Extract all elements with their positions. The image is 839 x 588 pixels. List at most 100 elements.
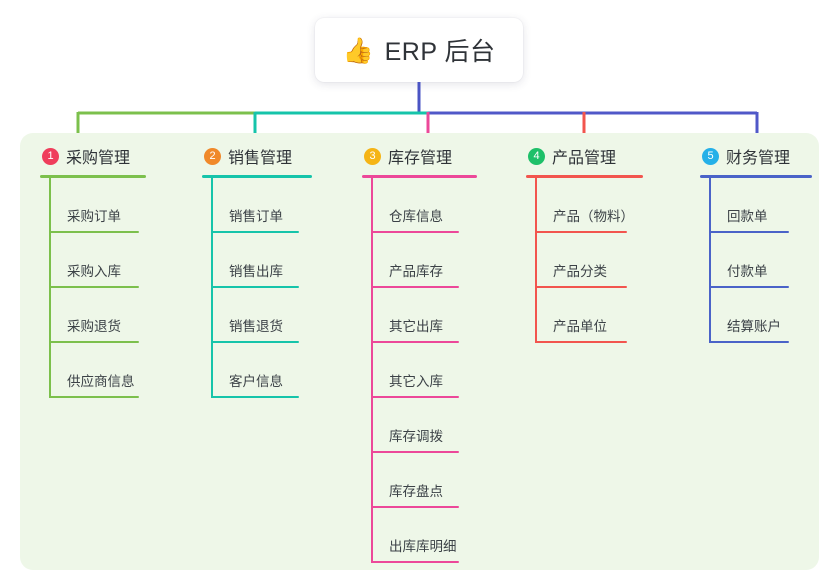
branch-item-underline: [371, 451, 459, 453]
branch-item-underline: [535, 231, 627, 233]
branch-item-label: 产品单位: [553, 319, 607, 334]
branch-item-label: 付款单: [727, 264, 768, 279]
branch-item[interactable]: 采购订单: [40, 178, 146, 233]
branch-number-badge: 4: [528, 147, 545, 165]
branch-item-underline: [211, 286, 299, 288]
branch-item-underline: [49, 231, 139, 233]
branch-number-badge: 3: [364, 147, 381, 165]
branch-item-underline: [371, 506, 459, 508]
branch-items: 销售订单销售出库销售退货客户信息: [202, 178, 312, 398]
branch-spine: [709, 178, 711, 343]
branch-title: 财务管理: [726, 150, 791, 167]
branch-title: 产品管理: [552, 150, 617, 167]
branch-spine: [535, 178, 537, 343]
branch-item-label: 出库库明细: [389, 539, 457, 554]
branch-item-label: 产品库存: [389, 264, 443, 279]
branches-panel: [20, 133, 819, 570]
branch-column-1: 1 采购管理采购订单采购入库采购退货供应商信息: [40, 143, 146, 398]
branch-item[interactable]: 库存调拨: [362, 398, 477, 453]
branch-item-underline: [535, 286, 627, 288]
branch-item-underline: [371, 561, 459, 563]
branch-item-label: 销售出库: [229, 264, 283, 279]
branch-underline: [700, 175, 812, 178]
branch-item-label: 产品分类: [553, 264, 607, 279]
branch-column-3: 3 库存管理仓库信息产品库存其它出库其它入库库存调拨库存盘点出库库明细: [362, 143, 477, 563]
branch-column-5: 5 财务管理回款单付款单结算账户: [700, 143, 812, 343]
branch-item-label: 仓库信息: [389, 209, 443, 224]
branch-item-underline: [49, 286, 139, 288]
branch-item-label: 采购退货: [67, 319, 121, 334]
branch-item-label: 销售订单: [229, 209, 283, 224]
branch-item-label: 其它出库: [389, 319, 443, 334]
branch-item[interactable]: 销售出库: [202, 233, 312, 288]
branch-item-label: 产品（物料）: [553, 209, 634, 224]
branch-underline: [202, 175, 312, 178]
branch-item-underline: [211, 231, 299, 233]
branch-item-underline: [371, 286, 459, 288]
branch-header-5[interactable]: 5 财务管理: [700, 143, 812, 169]
branch-title: 采购管理: [66, 150, 131, 167]
branch-item-underline: [371, 231, 459, 233]
branch-item[interactable]: 其它出库: [362, 288, 477, 343]
branch-spine: [371, 178, 373, 563]
branch-items: 回款单付款单结算账户: [700, 178, 812, 343]
branch-item-underline: [371, 341, 459, 343]
branch-item-underline: [535, 341, 627, 343]
branch-item[interactable]: 库存盘点: [362, 453, 477, 508]
branch-item[interactable]: 结算账户: [700, 288, 812, 343]
branch-item[interactable]: 产品（物料）: [526, 178, 643, 233]
branch-item[interactable]: 出库库明细: [362, 508, 477, 563]
thumbs-up-icon: 👍: [342, 35, 374, 65]
branch-item-label: 采购订单: [67, 209, 121, 224]
branch-item[interactable]: 采购入库: [40, 233, 146, 288]
branch-item[interactable]: 仓库信息: [362, 178, 477, 233]
branch-items: 仓库信息产品库存其它出库其它入库库存调拨库存盘点出库库明细: [362, 178, 477, 563]
branch-item-label: 库存调拨: [389, 429, 443, 444]
branch-item[interactable]: 付款单: [700, 233, 812, 288]
root-node[interactable]: 👍 ERP 后台: [315, 18, 523, 82]
branch-items: 采购订单采购入库采购退货供应商信息: [40, 178, 146, 398]
branch-item[interactable]: 产品库存: [362, 233, 477, 288]
branch-number-badge: 1: [42, 147, 59, 165]
branch-number-badge: 5: [702, 147, 719, 165]
branch-item[interactable]: 供应商信息: [40, 343, 146, 398]
branch-title: 销售管理: [228, 150, 293, 167]
branch-item[interactable]: 回款单: [700, 178, 812, 233]
branch-item-underline: [49, 396, 139, 398]
branch-underline: [40, 175, 146, 178]
root-node-title: ERP 后台: [384, 38, 496, 66]
branch-title: 库存管理: [388, 150, 453, 167]
branch-item-label: 结算账户: [727, 319, 781, 334]
branch-header-4[interactable]: 4 产品管理: [526, 143, 643, 169]
branch-item-label: 其它入库: [389, 374, 443, 389]
branch-header-3[interactable]: 3 库存管理: [362, 143, 477, 169]
branch-item[interactable]: 产品分类: [526, 233, 643, 288]
branch-item-label: 采购入库: [67, 264, 121, 279]
branch-item[interactable]: 采购退货: [40, 288, 146, 343]
branch-item-underline: [709, 286, 789, 288]
branch-item[interactable]: 客户信息: [202, 343, 312, 398]
branch-underline: [362, 175, 477, 178]
branch-item-label: 供应商信息: [67, 374, 135, 389]
branch-column-4: 4 产品管理产品（物料） 产品分类产品单位: [526, 143, 643, 343]
root-node-content: 👍 ERP 后台: [342, 32, 495, 68]
branch-item-underline: [709, 231, 789, 233]
branch-spine: [211, 178, 213, 398]
branch-item[interactable]: 其它入库: [362, 343, 477, 398]
branch-item[interactable]: 产品单位: [526, 288, 643, 343]
branch-item-label: 销售退货: [229, 319, 283, 334]
branch-item-underline: [709, 341, 789, 343]
branch-item-underline: [49, 341, 139, 343]
branch-items: 产品（物料） 产品分类产品单位: [526, 178, 643, 343]
branch-header-1[interactable]: 1 采购管理: [40, 143, 146, 169]
branch-item-label: 客户信息: [229, 374, 283, 389]
branch-item-underline: [371, 396, 459, 398]
branch-item[interactable]: 销售订单: [202, 178, 312, 233]
branch-spine: [49, 178, 51, 398]
branch-underline: [526, 175, 643, 178]
branch-item[interactable]: 销售退货: [202, 288, 312, 343]
branch-item-label: 库存盘点: [389, 484, 443, 499]
